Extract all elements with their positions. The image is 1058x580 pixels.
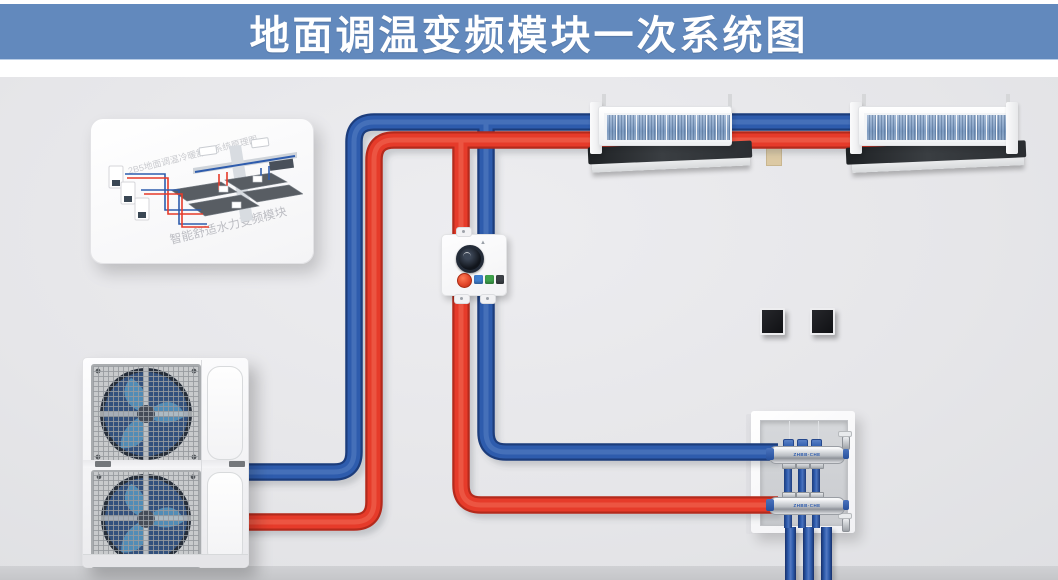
fan-coil-unit-2: [845, 94, 1030, 184]
service-panel-top: [207, 366, 243, 460]
floor-loop-pipe-1: [785, 527, 796, 580]
label-badge-dark: [496, 275, 504, 284]
manifold-end-cap: [766, 499, 774, 511]
manifold-end-cap: [843, 500, 849, 510]
manifold-outlet: [784, 513, 792, 528]
header-banner: 地面调温变频模块一次系统图: [0, 4, 1058, 60]
indicator-button: [457, 273, 472, 288]
manifold-end-cap: [843, 449, 849, 459]
manifold-outlet: [812, 513, 820, 528]
manifold-header-bottom: ZHBB·CHE: [769, 497, 845, 515]
manifold-side-valve: [842, 518, 850, 532]
poster-outdoor-units: [108, 165, 150, 221]
thermostat-2: [810, 308, 835, 335]
cabinet-divider: [83, 460, 248, 468]
poster-diagram: 2B5地面调温冷暖舒适系统原理图 智能舒适水力变频模块: [108, 133, 303, 247]
hanger-rod: [602, 94, 606, 109]
thermostat-1: [760, 308, 785, 335]
fan-coil-unit-1: [586, 94, 758, 184]
brand-logo: ▲: [480, 240, 486, 246]
fan-grille-top: [91, 364, 201, 464]
fan-grille-bottom: [91, 470, 201, 568]
control-module: ▲: [441, 227, 507, 304]
mounting-tab: [454, 294, 470, 304]
heat-pump-outdoor-unit: [82, 357, 249, 568]
pressure-gauge: [456, 245, 484, 273]
floor-loop-pipe-3: [821, 527, 832, 580]
cabinet-seam: [201, 360, 202, 563]
hanger-rod: [728, 94, 732, 109]
manifold-outlet: [798, 513, 806, 528]
service-panel-bottom: [207, 472, 243, 564]
vent-slot: [229, 461, 245, 467]
pipe-connector-stub: [766, 144, 782, 166]
manifold-brand-label: ZHBB·CHE: [793, 503, 821, 509]
wire-mesh: [93, 472, 199, 566]
label-badge-green: [485, 275, 494, 284]
floor-loop-pipe-2: [803, 527, 814, 580]
page-title: 地面调温变频模块一次系统图: [249, 13, 809, 58]
system-poster-frame: 2B5地面调温冷暖舒适系统原理图 智能舒适水力变频模块: [90, 118, 314, 264]
mounting-tab: [480, 294, 496, 304]
valve-handle: [838, 431, 852, 437]
vent-slot: [95, 461, 111, 467]
hanger-rod: [1006, 94, 1010, 109]
coil-grille: [604, 113, 732, 142]
hanger-rod: [862, 94, 866, 109]
manifold-header-top: ZHBB·CHE: [769, 446, 845, 464]
mounting-tab: [456, 227, 472, 237]
floor-strip: [0, 566, 1058, 580]
cabinet-base: [83, 554, 248, 567]
label-badge-blue: [474, 275, 483, 284]
manifold-brand-label: ZHBB·CHE: [793, 452, 821, 458]
end-bracket: [1006, 102, 1018, 154]
wire-mesh: [93, 366, 199, 462]
coil-grille: [864, 113, 1008, 142]
manifold-end-cap: [766, 448, 774, 460]
